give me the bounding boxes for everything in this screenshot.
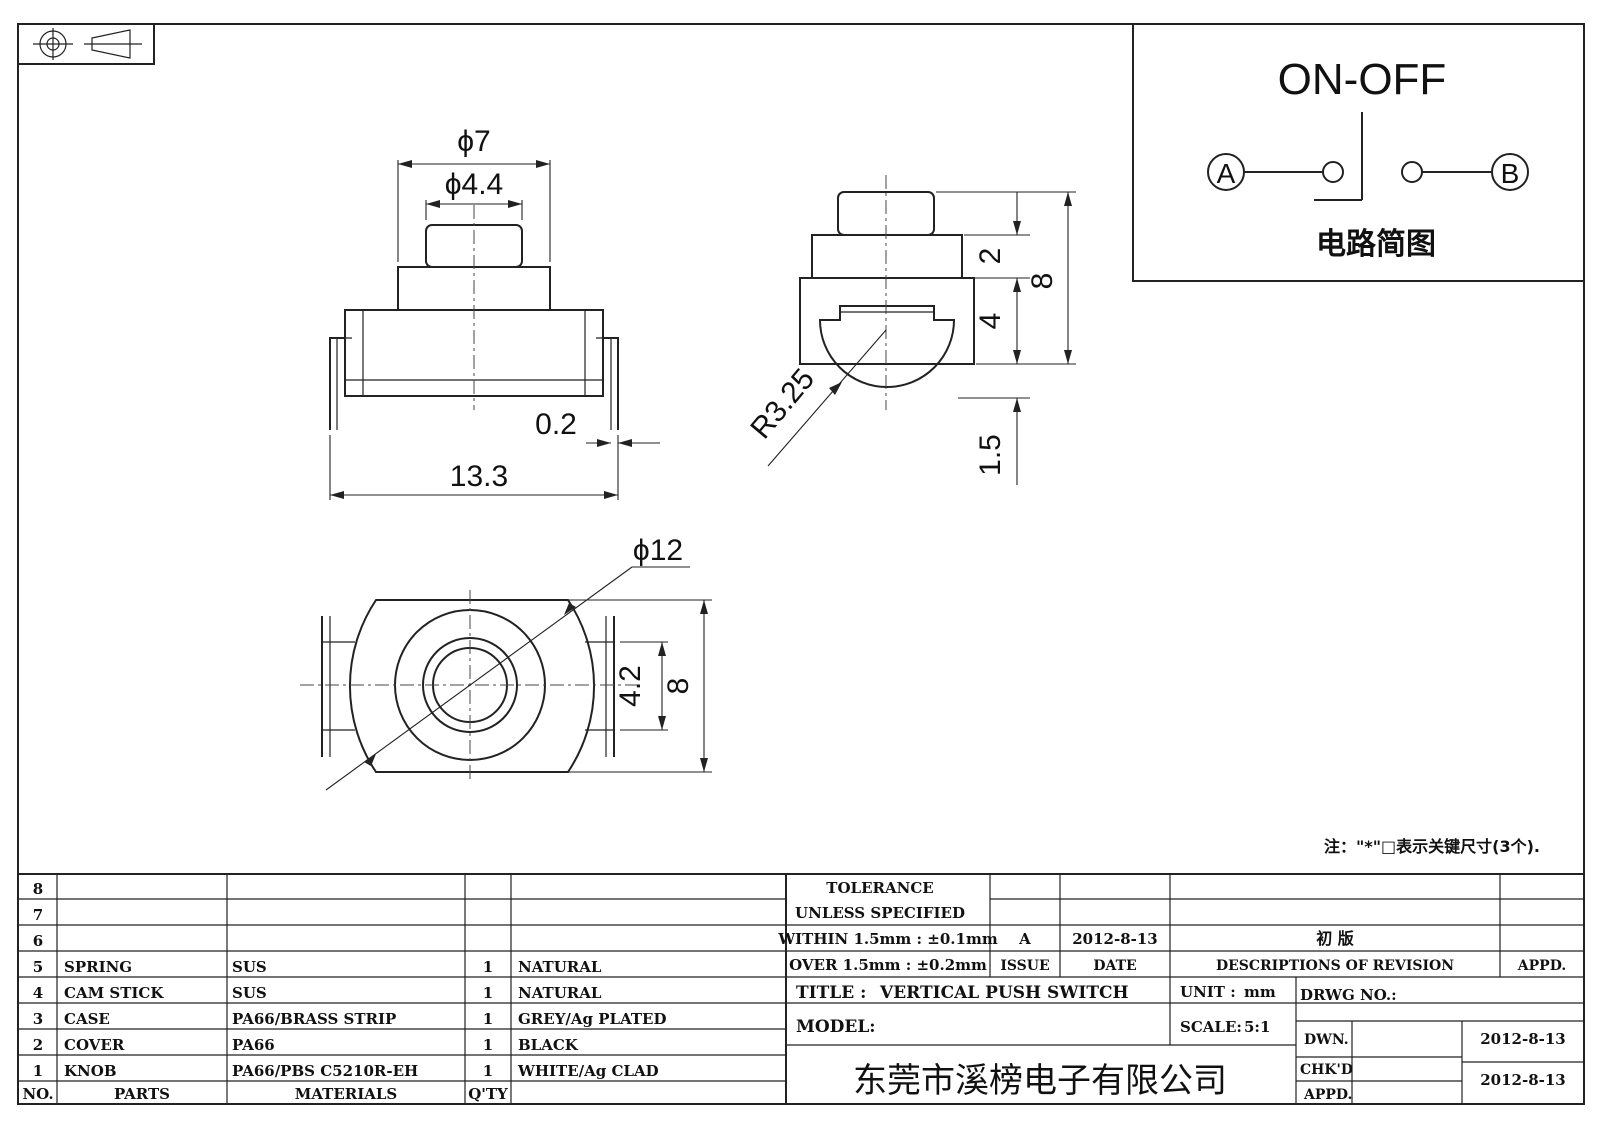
bom-no: 3 xyxy=(33,1010,43,1028)
dim-depth: 8 xyxy=(662,678,695,695)
dwn-date: 2012-8-13 xyxy=(1480,1030,1566,1048)
chkd-label: CHK'D xyxy=(1300,1062,1353,1078)
dim-top-height: 2 xyxy=(974,248,1007,265)
key-dimension-note: 注："*"□表示关键尺寸(3个). xyxy=(1324,837,1540,856)
bom-part: KNOB xyxy=(64,1062,117,1080)
bom-finish: WHITE/Ag CLAD xyxy=(517,1062,659,1080)
tolerance-line3: WITHIN 1.5mm : ±0.1mm xyxy=(777,930,998,948)
node-a-label: A xyxy=(1217,158,1236,189)
node-b-label: B xyxy=(1501,158,1520,189)
circuit-diagram: ON-OFF A B 电路简图 xyxy=(1132,23,1585,282)
front-view: ϕ7 ϕ4.4 0.2 13.3 xyxy=(329,125,660,500)
bom-finish: NATURAL xyxy=(518,984,602,1002)
bom-material: SUS xyxy=(232,984,267,1002)
dim-outer-dia: ϕ12 xyxy=(633,534,683,567)
descriptions-label: DESCRIPTIONS OF REVISION xyxy=(1216,958,1454,974)
date-label: DATE xyxy=(1093,958,1136,974)
dwn-label: DWN. xyxy=(1304,1032,1349,1048)
bom-qty: 1 xyxy=(483,958,493,976)
bom-no: 7 xyxy=(33,906,43,924)
bom-finish: GREY/Ag PLATED xyxy=(518,1010,667,1028)
dim-width: 13.3 xyxy=(450,460,508,493)
drawing-title: VERTICAL PUSH SWITCH xyxy=(879,983,1129,1003)
bom-qty: 1 xyxy=(483,1036,493,1054)
bom-qty: 1 xyxy=(483,984,493,1002)
bom-header-qty: Q'TY xyxy=(468,1085,508,1103)
bom-no: 5 xyxy=(33,958,43,976)
revision-appd-label: APPD. xyxy=(1517,958,1566,974)
bottom-view: ϕ12 4.2 8 xyxy=(300,534,712,791)
unit-label: UNIT : xyxy=(1180,983,1236,1001)
bom-qty: 1 xyxy=(483,1062,493,1080)
model-label: MODEL: xyxy=(796,1017,876,1037)
company-name: 东莞市溪榜电子有限公司 xyxy=(853,1061,1227,1101)
tolerance-line1: TOLERANCE xyxy=(826,879,933,897)
dim-total-height: 8 xyxy=(1026,273,1059,290)
side-view: 2 4 8 1.5 R3.25 xyxy=(744,175,1076,485)
bom-table xyxy=(18,873,1584,1104)
sheet-border xyxy=(17,23,1585,1105)
bom-header-parts: PARTS xyxy=(114,1085,170,1103)
bom-part: SPRING xyxy=(64,958,132,976)
bom-no: 6 xyxy=(33,932,43,950)
bom-material: PA66/BRASS STRIP xyxy=(232,1010,396,1028)
bom-qty: 1 xyxy=(483,1010,493,1028)
bom-material: SUS xyxy=(232,958,267,976)
bom-no: 8 xyxy=(33,880,43,898)
dim-pin-thickness: 0.2 xyxy=(535,408,577,441)
bom-header-materials: MATERIALS xyxy=(295,1085,398,1103)
bom-material: PA66 xyxy=(232,1036,275,1054)
scale-value: 5:1 xyxy=(1244,1018,1270,1036)
bom-no: 2 xyxy=(33,1036,43,1054)
drwg-no-label: DRWG NO.: xyxy=(1300,986,1397,1004)
bom-no: 4 xyxy=(33,984,43,1002)
tolerance-line2: UNLESS SPECIFIED xyxy=(795,904,965,922)
bom-no: 1 xyxy=(33,1062,43,1080)
bom-finish: BLACK xyxy=(518,1036,579,1054)
bom-header-no: NO. xyxy=(22,1085,53,1103)
revision-description: 初 版 xyxy=(1316,929,1354,948)
tolerance-line4: OVER 1.5mm : ±0.2mm xyxy=(789,956,987,974)
scale-label: SCALE: xyxy=(1180,1018,1242,1036)
bom-part: CASE xyxy=(64,1010,110,1028)
bom-finish: NATURAL xyxy=(518,958,602,976)
dim-knob-dia: ϕ7 xyxy=(457,125,491,158)
projection-symbol-icon xyxy=(17,23,155,65)
title-label: TITLE : xyxy=(796,983,866,1003)
circuit-title: ON-OFF xyxy=(1278,55,1447,104)
title-block xyxy=(786,977,1584,1104)
bom-part: CAM STICK xyxy=(64,984,164,1002)
appd-label: APPD. xyxy=(1303,1087,1352,1103)
dim-bottom-height: 1.5 xyxy=(974,434,1007,476)
dim-cap-dia: ϕ4.4 xyxy=(445,168,504,201)
revision-issue: A xyxy=(1018,930,1031,948)
chkd-date: 2012-8-13 xyxy=(1480,1071,1566,1089)
dim-mid-height: 4 xyxy=(974,313,1007,330)
dim-inner: 4.2 xyxy=(614,665,647,707)
issue-label: ISSUE xyxy=(1000,958,1049,974)
revision-table xyxy=(786,874,1584,977)
revision-date: 2012-8-13 xyxy=(1072,930,1158,948)
dim-radius: R3.25 xyxy=(744,363,821,446)
unit-value: mm xyxy=(1244,983,1276,1001)
circuit-caption: 电路简图 xyxy=(1316,227,1436,262)
bom-material: PA66/PBS C5210R-EH xyxy=(232,1062,418,1080)
bom-part: COVER xyxy=(64,1036,125,1054)
